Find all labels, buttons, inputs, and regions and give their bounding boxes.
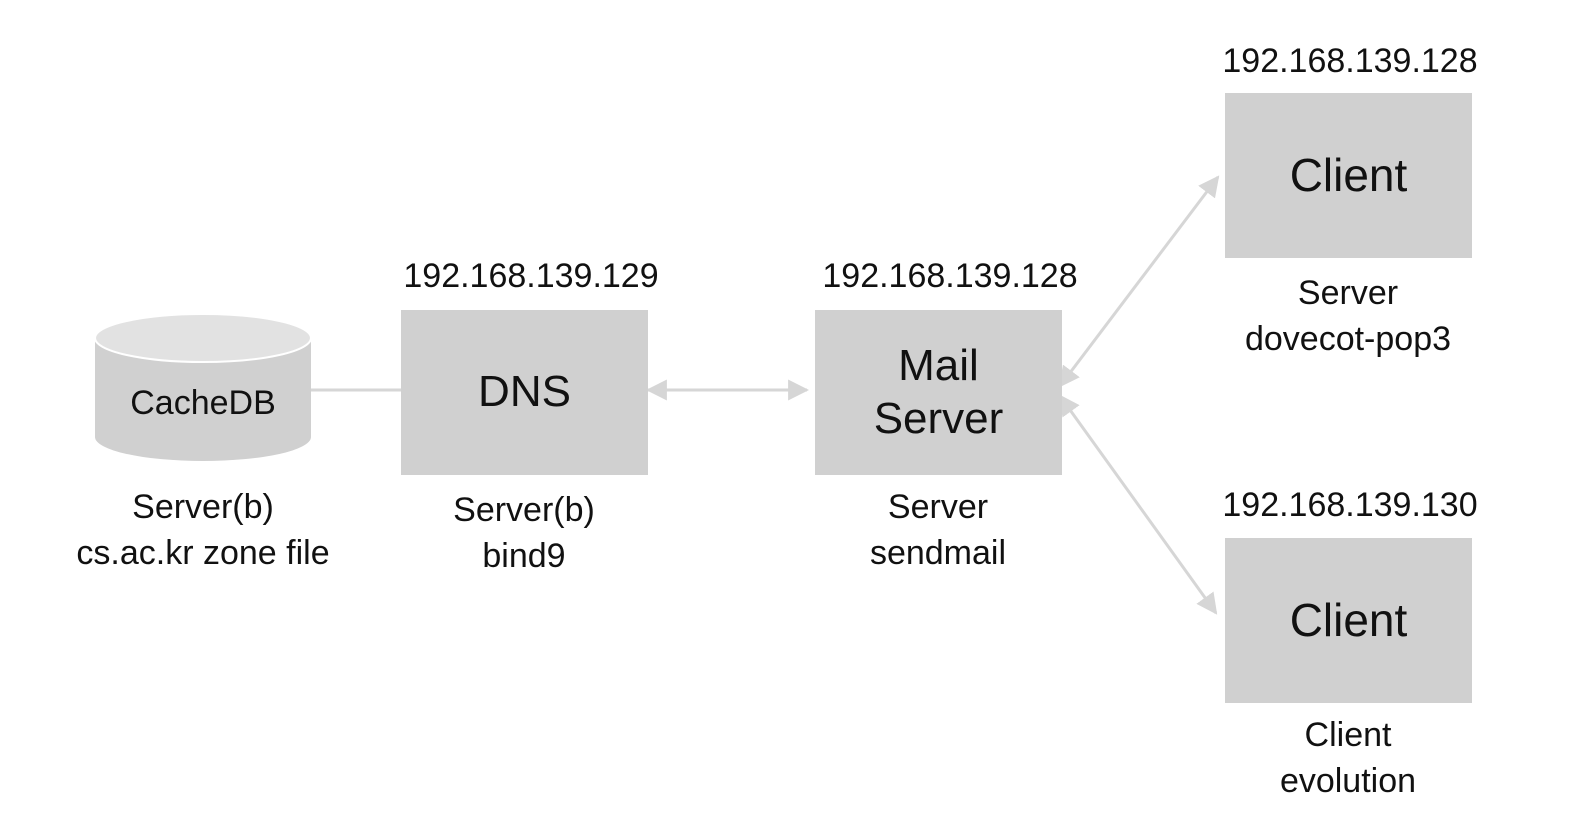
mail-server-node: Mail Server [815,310,1062,475]
dns-node: DNS [401,310,648,475]
client-bottom-ip: 192.168.139.130 [1222,486,1478,524]
mail-server-label-line1: Mail [898,340,979,390]
cachedb-cylinder [94,313,312,461]
client-top-node: Client [1225,93,1472,258]
cachedb-label: CacheDB [130,384,276,422]
client-bottom-node: Client [1225,538,1472,703]
mail-server-caption-line2: sendmail [869,534,1007,572]
client-top-caption-line1: Server [1297,274,1399,312]
dns-ip: 192.168.139.129 [403,257,659,295]
client-top-caption-line2: dovecot-pop3 [1244,320,1452,358]
dns-caption-line1: Server(b) [453,491,595,529]
client-bottom-caption-line1: Client [1304,716,1392,754]
client-top-label: Client [1289,148,1408,201]
cachedb-caption: Server(b) cs.ac.kr zone file [43,484,363,576]
client-top-caption: Server dovecot-pop3 [1198,270,1498,362]
cachedb-caption-line2: cs.ac.kr zone file [76,534,330,572]
dns-caption: Server(b) bind9 [374,487,674,579]
mail-server-caption: Server sendmail [788,484,1088,576]
mail-server-label-line2: Server [873,393,1004,443]
cachedb-caption-line1: Server(b) [132,488,274,526]
client-bottom-caption: Client evolution [1198,712,1498,804]
dns-label: DNS [478,367,571,417]
mail-server-ip: 192.168.139.128 [822,257,1078,295]
client-bottom-caption-line2: evolution [1279,762,1417,800]
dns-caption-line2: bind9 [482,537,566,575]
client-top-ip: 192.168.139.128 [1222,42,1478,80]
mail-client-top-link [1058,175,1220,388]
client-bottom-label: Client [1289,593,1408,646]
mail-client-bottom-link [1058,394,1218,615]
mail-server-caption-line1: Server [887,488,989,526]
